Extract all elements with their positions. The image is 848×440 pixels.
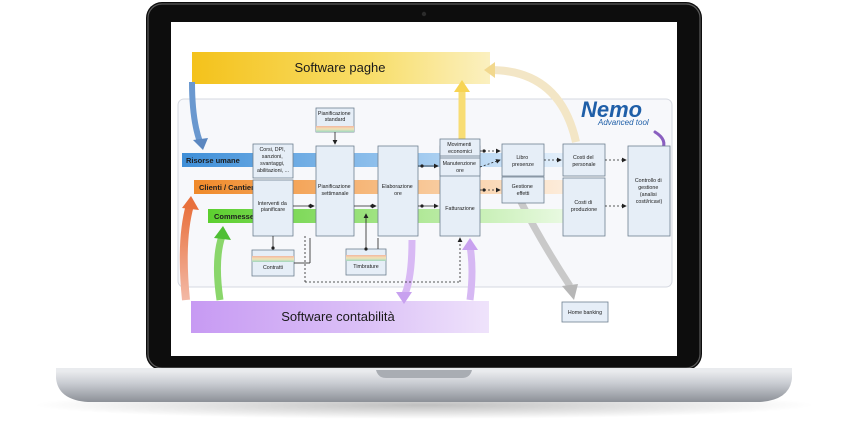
- svg-text:Pianificazione standard: Pianificazione standard: [318, 111, 352, 123]
- box-costi-di-produzione[interactable]: Costi di produzione: [562, 177, 606, 237]
- arrow-down-hr-icon: [193, 138, 208, 150]
- svg-text:Controllo di gestione: Controllo di gestione (analisi costi/ric…: [635, 178, 663, 205]
- laptop-base: [56, 368, 792, 402]
- logo-tagline: Advanced tool: [597, 118, 649, 127]
- box-movimenti-economici[interactable]: Movimenti economici: [439, 138, 481, 157]
- column-pianificazione: [315, 145, 355, 237]
- box-pianificazione-standard[interactable]: Pianificazione standard: [315, 107, 355, 133]
- logo-name: Nemo: [581, 97, 642, 122]
- banner-software-paghe: [192, 52, 490, 84]
- diagram-connectors: [272, 132, 627, 283]
- svg-text:Interventi da pianificar: Interventi da pianificare: [258, 201, 289, 213]
- banner-software-contabilita: [191, 301, 489, 333]
- box-libro-presenze[interactable]: Libro presenze: [501, 143, 545, 177]
- box-fatturazione[interactable]: Fatturazione: [445, 206, 474, 212]
- camera-icon: [421, 11, 427, 17]
- band-clienti-cantieri-label: Clienti / Cantieri: [199, 183, 256, 192]
- svg-text:Movimenti economici: Movimenti economici: [447, 142, 473, 155]
- arrow-up-paghe-icon: [454, 80, 470, 92]
- box-costi-del-personale[interactable]: Costi del personale: [562, 143, 606, 177]
- svg-text:Libro presenze: Libro presenze: [512, 155, 534, 168]
- arrow-to-homebanking-icon: [562, 284, 578, 300]
- box-timbrature[interactable]: Timbrature: [345, 248, 387, 276]
- arrow-up-clients-icon: [182, 196, 199, 210]
- svg-text:Manutenzione ore: Manutenzione ore: [443, 161, 478, 174]
- arrow-up-orders-icon: [214, 226, 231, 240]
- column-elaborazione: [377, 145, 419, 237]
- band-risorse-umane-label: Risorse umane: [186, 156, 240, 165]
- box-gestione-effetti[interactable]: Gestione effetti: [501, 176, 545, 204]
- banner-software-paghe-label: Software paghe: [294, 60, 385, 75]
- svg-text:Home banking: Home banking: [568, 310, 602, 316]
- svg-text:Gestione effetti: Gestione effetti: [512, 184, 535, 197]
- arrow-up-fatturazione-icon: [462, 238, 478, 250]
- box-manutenzione-ore[interactable]: Manutenzione ore: [439, 157, 481, 177]
- svg-text:Contratti: Contratti: [263, 265, 283, 271]
- box-home-banking[interactable]: Home banking: [561, 301, 609, 323]
- laptop-notch: [376, 370, 472, 378]
- box-pianificazione-settimanale[interactable]: Pianificazione settimanale: [318, 184, 352, 197]
- box-contratti[interactable]: Contratti: [251, 249, 295, 277]
- svg-text:Timbrature: Timbrature: [353, 264, 378, 270]
- box-controllo-di-gestione[interactable]: Controllo di gestione (analisi costi/ric…: [627, 145, 671, 237]
- svg-text:Costi di produzione: Costi di produzione: [571, 200, 597, 213]
- arrow-down-contabilita-icon: [396, 292, 412, 304]
- box-interventi-da-pianificare[interactable]: Interventi da pianificare: [252, 179, 294, 237]
- banner-software-contabilita-label: Software contabilità: [281, 309, 395, 324]
- svg-text:Corsi, DPI, sanzioni,: Corsi, DPI, sanzioni, svantaggi, abilita…: [257, 147, 289, 174]
- box-elaborazione-ore[interactable]: Elaborazione ore: [382, 184, 414, 197]
- connector-dots: [271, 149, 486, 251]
- svg-text:Costi del personale: Costi del personale: [572, 155, 595, 168]
- arrow-to-paghe-icon: [489, 66, 580, 143]
- band-commesse-label: Commesse: [214, 212, 254, 221]
- box-corsi[interactable]: Corsi, DPI, sanzioni, svantaggi, abilita…: [252, 143, 294, 179]
